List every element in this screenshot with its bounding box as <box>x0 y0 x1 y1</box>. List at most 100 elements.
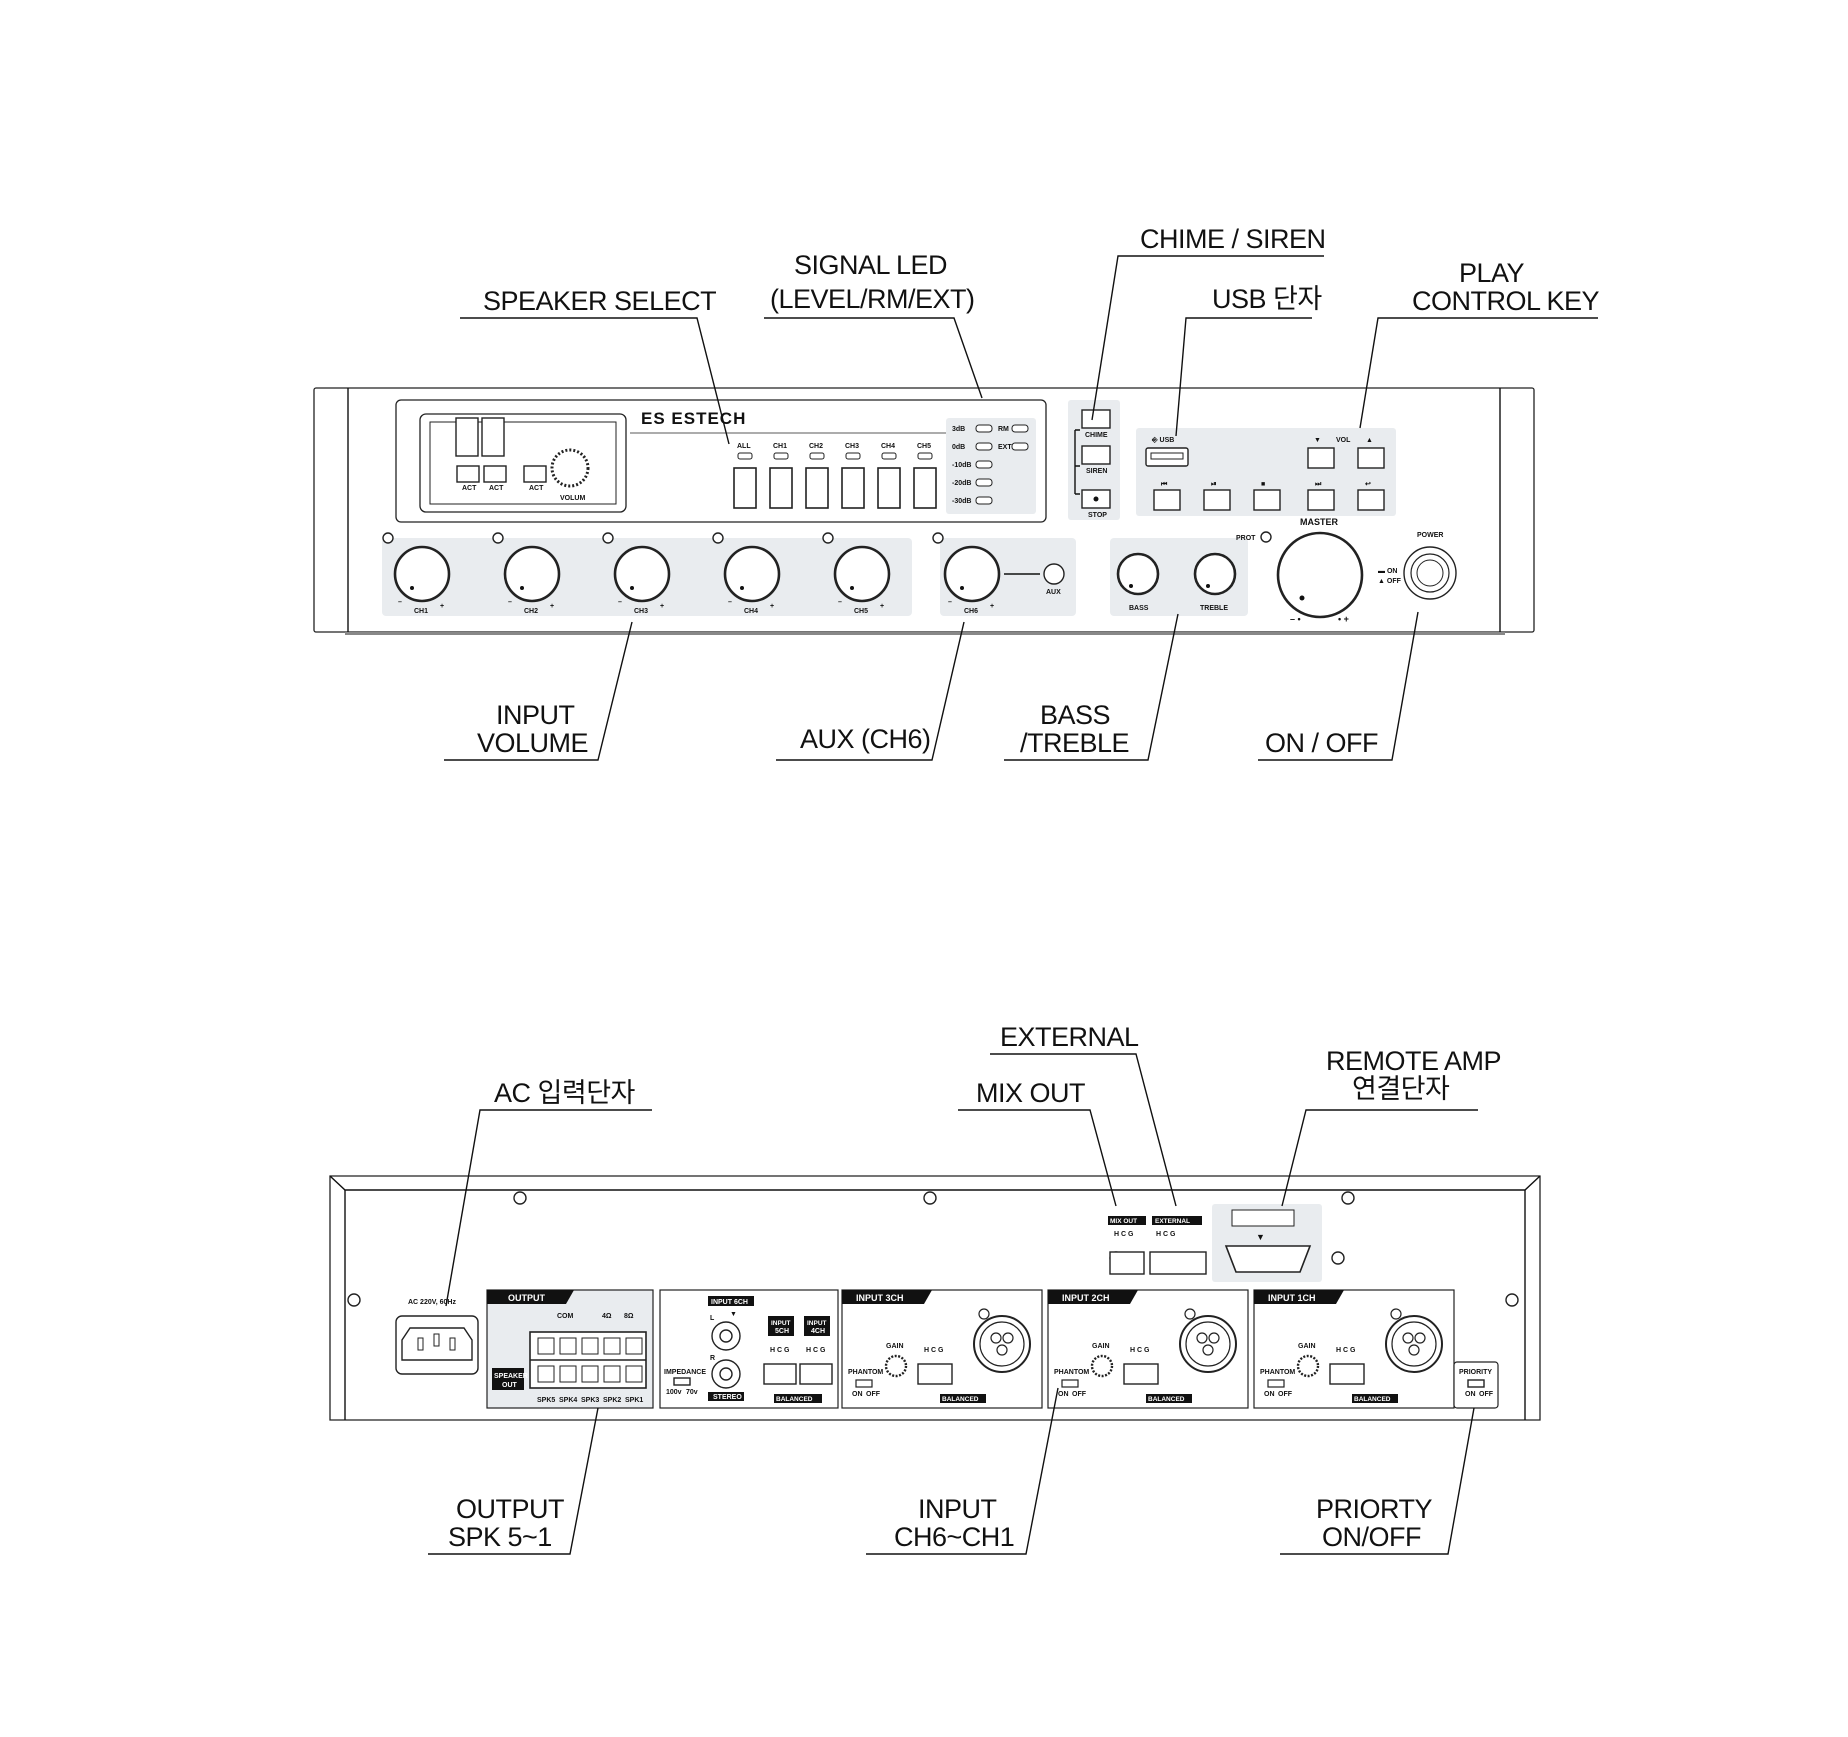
prot-led <box>1260 531 1272 543</box>
input-knob-3[interactable] <box>723 545 781 603</box>
chime-button[interactable] <box>1081 409 1111 429</box>
input-knob-5[interactable] <box>943 545 1001 603</box>
input3-on-label: ON <box>852 1391 863 1398</box>
act-button-1[interactable] <box>456 465 480 483</box>
selector-label-0: ALL <box>737 443 751 450</box>
input4-hcg: H C G <box>806 1347 826 1354</box>
input-knob-0[interactable] <box>393 545 451 603</box>
vol-down-button[interactable] <box>1307 447 1335 469</box>
input3-balanced-tag: BALANCED <box>942 1396 979 1403</box>
brand-logo: ES ESTECH <box>641 409 746 428</box>
selector-button-1[interactable] <box>769 467 793 509</box>
input3-terminal[interactable] <box>917 1363 953 1385</box>
bass-label: BASS <box>1129 605 1149 612</box>
input1-terminal[interactable] <box>1329 1363 1365 1385</box>
input1-phantom-switch[interactable] <box>1267 1379 1285 1388</box>
input1-off-label: OFF <box>1278 1391 1293 1398</box>
screw-6 <box>1331 1251 1345 1265</box>
input3-gain-label: GAIN <box>886 1343 904 1350</box>
screw-1 <box>923 1191 937 1205</box>
input2-phantom-switch[interactable] <box>1061 1379 1079 1388</box>
selector-button-5[interactable] <box>913 467 937 509</box>
input5-terminal[interactable] <box>763 1363 797 1385</box>
selector-led-4 <box>881 452 897 460</box>
input-knob-4[interactable] <box>833 545 891 603</box>
knob-minus-3: – <box>728 599 732 606</box>
selector-button-4[interactable] <box>877 467 901 509</box>
remote-amp-port[interactable] <box>1224 1245 1312 1273</box>
bass-treble-callout-1: BASS <box>1040 700 1110 730</box>
act-button-2[interactable] <box>483 465 507 483</box>
act-label-3: ACT <box>529 485 544 492</box>
screw-0 <box>513 1191 527 1205</box>
master-knob[interactable] <box>1276 531 1364 619</box>
stop-button[interactable] <box>1253 489 1281 511</box>
led-level-label-3: -20dB <box>952 480 971 487</box>
input2-balanced-tag: BALANCED <box>1148 1396 1185 1403</box>
signal-led-callout-1: SIGNAL LED <box>794 250 947 280</box>
priority-off-label: OFF <box>1479 1391 1494 1398</box>
priority-callout-1: PRIORTY <box>1316 1494 1433 1524</box>
remote-amp-arrow: ▼ <box>1256 1232 1265 1242</box>
input4-tag-1: INPUT <box>807 1320 827 1327</box>
input3-xlr-latch[interactable] <box>978 1308 990 1320</box>
knob-pointer-0 <box>410 586 414 590</box>
input-knob-group: –+CH1–+CH2–+CH3–+CH4–+CH5–+CH6 <box>382 532 1001 615</box>
previous-button[interactable] <box>1153 489 1181 511</box>
input1-xlr-latch[interactable] <box>1390 1308 1402 1320</box>
com-label: COM <box>557 1313 574 1320</box>
act-button-3[interactable] <box>523 465 547 483</box>
input3-phantom-switch[interactable] <box>855 1379 873 1388</box>
stereo-tag: STEREO <box>713 1394 742 1401</box>
selector-button-2[interactable] <box>805 467 829 509</box>
knob-plus-3: + <box>770 603 774 610</box>
input2-xlr-pin-0 <box>1196 1332 1208 1344</box>
knob-minus-1: – <box>508 599 512 606</box>
selector-led-3 <box>845 452 861 460</box>
priority-label: PRIORITY <box>1459 1369 1492 1376</box>
selector-button-3[interactable] <box>841 467 865 509</box>
play-pause-button[interactable] <box>1203 489 1231 511</box>
external-terminal[interactable] <box>1149 1251 1207 1275</box>
led-status-1 <box>1011 442 1029 451</box>
player-volume-knob[interactable] <box>550 448 590 488</box>
mix-out-terminal[interactable] <box>1109 1251 1145 1275</box>
output-callout-2: SPK 5~1 <box>448 1522 552 1552</box>
priority-switch[interactable] <box>1467 1379 1485 1388</box>
input2-terminal[interactable] <box>1123 1363 1159 1385</box>
input3-gain-knob[interactable] <box>884 1354 908 1378</box>
selector-button-0[interactable] <box>733 467 757 509</box>
power-off-label: ▲ OFF <box>1378 578 1402 585</box>
input1-hcg: H C G <box>1336 1347 1356 1354</box>
input-knob-2[interactable] <box>613 545 671 603</box>
usb-callout: USB 단자 <box>1212 284 1322 314</box>
led-level-label-2: -10dB <box>952 462 971 469</box>
input4-terminal[interactable] <box>799 1363 833 1385</box>
master-plus: • + <box>1338 614 1349 624</box>
usb-port[interactable] <box>1145 447 1189 467</box>
input2-gain-knob[interactable] <box>1090 1354 1114 1378</box>
play-control-callout-2: CONTROL KEY <box>1412 286 1600 316</box>
next-button[interactable] <box>1307 489 1335 511</box>
impedance-switch[interactable] <box>673 1377 691 1386</box>
siren-button[interactable] <box>1081 445 1111 465</box>
input-knob-1[interactable] <box>503 545 561 603</box>
repeat-button[interactable] <box>1357 489 1385 511</box>
vol-up-button[interactable] <box>1357 447 1385 469</box>
front-callouts: SPEAKER SELECT SIGNAL LED (LEVEL/RM/EXT)… <box>477 224 1600 758</box>
signal-indicator-1 <box>492 532 504 544</box>
terminal-screw-top-1 <box>559 1337 577 1355</box>
input2-xlr-latch[interactable] <box>1184 1308 1196 1320</box>
treble-knob[interactable] <box>1193 552 1237 596</box>
aux-jack[interactable] <box>1043 563 1065 585</box>
bass-knob[interactable] <box>1116 552 1160 596</box>
ac-rating-label: AC 220V, 60Hz <box>408 1299 456 1306</box>
spk-label-0: SPK5 <box>537 1397 555 1404</box>
signal-indicator-2 <box>602 532 614 544</box>
input1-xlr-pin-0 <box>1402 1332 1414 1344</box>
input1-gain-knob[interactable] <box>1296 1354 1320 1378</box>
knob-label-4: CH5 <box>854 608 868 615</box>
master-label: MASTER <box>1300 517 1339 527</box>
knob-label-2: CH3 <box>634 608 648 615</box>
